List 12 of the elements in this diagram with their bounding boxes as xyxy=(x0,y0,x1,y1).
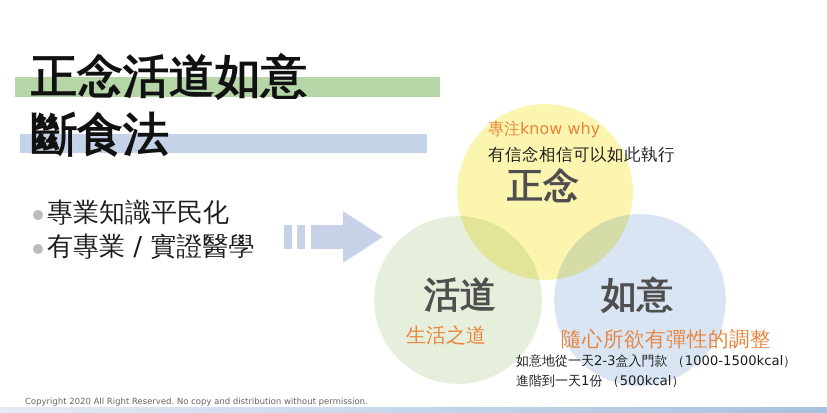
description-text: 有信念相信可以如此執行 xyxy=(488,146,675,165)
circle-subtitle: 生活之道 xyxy=(406,324,486,347)
circle-subtitle: 隨心所欲有彈性的調整 xyxy=(561,328,771,352)
circle-subtitle: 專注know why xyxy=(488,120,600,138)
note-text: 進階到一天1份 （500kcal） xyxy=(516,374,684,390)
circle-title: 如意 xyxy=(601,275,673,316)
circle-title: 活道 xyxy=(424,275,496,316)
note-text: 如意地從一天2-3盒入門款 （1000-1500kcal） xyxy=(516,354,796,370)
bullet-text: 有專業 / 實證醫學 xyxy=(47,233,254,263)
bullet-text: 專業知識平民化 xyxy=(47,199,229,229)
copyright-text: Copyright 2020 All Right Reserved. No copy and distribution without permission. xyxy=(25,398,368,408)
circle-title: 正念 xyxy=(507,166,579,208)
